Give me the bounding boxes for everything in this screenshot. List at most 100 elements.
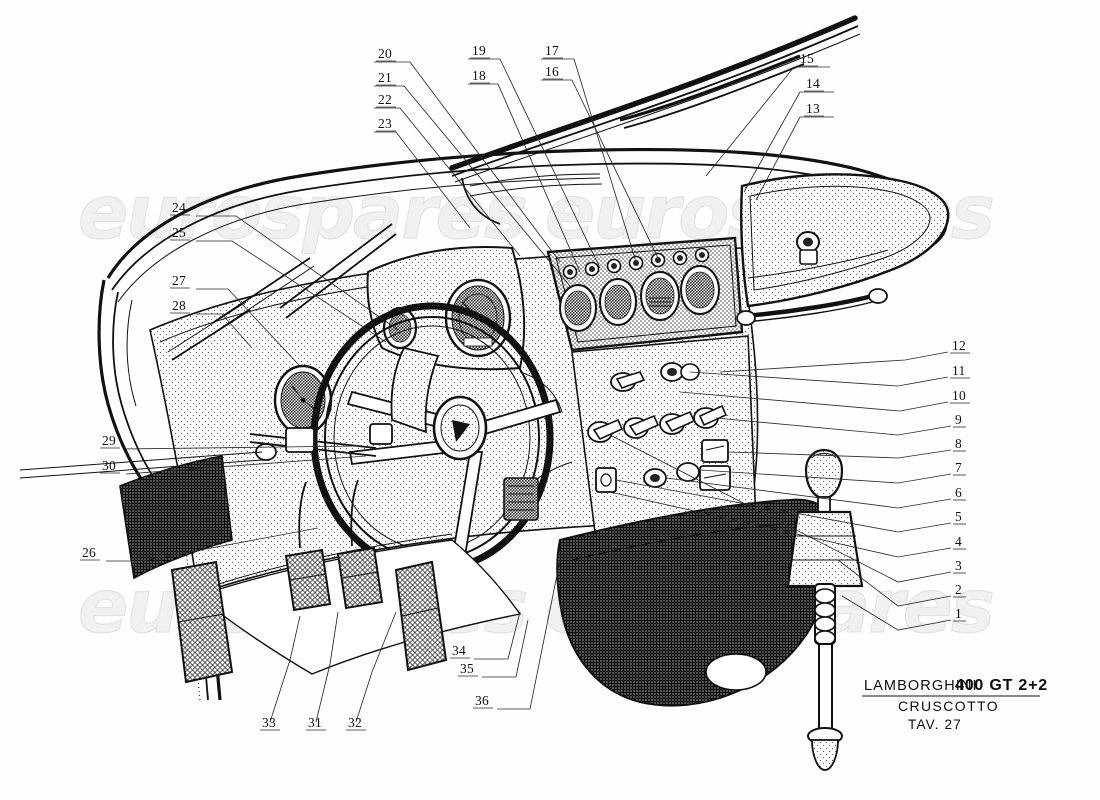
toggle-switch bbox=[693, 404, 728, 429]
title-subject: CRUSCOTTO bbox=[898, 698, 999, 714]
title-brand: LAMBORGHINI bbox=[864, 678, 978, 694]
leader-35 bbox=[482, 619, 529, 678]
leader-6 bbox=[665, 477, 952, 509]
callout-number-23: 23 bbox=[378, 116, 392, 131]
callout-number-3: 3 bbox=[955, 558, 962, 573]
callout-number-21: 21 bbox=[378, 70, 392, 85]
leader-15 bbox=[705, 66, 830, 177]
ashtray bbox=[699, 465, 731, 491]
detail-linework bbox=[461, 173, 603, 521]
callout-number-22: 22 bbox=[378, 92, 392, 107]
callout-number-6: 6 bbox=[955, 485, 962, 500]
leader-21 bbox=[374, 85, 571, 287]
callout-number-32: 32 bbox=[348, 715, 362, 730]
callout-number-35: 35 bbox=[460, 661, 474, 676]
center-console-switch-panel bbox=[571, 335, 757, 541]
callout-number-4: 4 bbox=[955, 534, 962, 549]
leader-28 bbox=[196, 313, 253, 349]
callout-number-2: 2 bbox=[955, 582, 962, 597]
gear-lever-shaft bbox=[807, 583, 843, 771]
leader-9 bbox=[715, 417, 952, 436]
leader-34 bbox=[474, 611, 521, 660]
callout-number-27: 27 bbox=[172, 273, 186, 288]
windscreen-frame bbox=[449, 15, 861, 183]
dashboard-vent-slots bbox=[167, 223, 397, 361]
callout-number-8: 8 bbox=[955, 436, 962, 451]
leader-29 bbox=[125, 445, 361, 450]
callout-leaders-top-left bbox=[374, 61, 571, 287]
leader-14 bbox=[743, 91, 834, 193]
gear-shift-lever bbox=[786, 448, 864, 771]
dead-pedal bbox=[170, 560, 234, 684]
leader-16 bbox=[541, 79, 659, 259]
horn-button bbox=[432, 395, 488, 461]
callout-number-5: 5 bbox=[955, 509, 962, 524]
leader-5 bbox=[615, 479, 952, 533]
title-block: LAMBORGHINI 400 GT 2+2 CRUSCOTTO TAV. 27 bbox=[862, 677, 1048, 732]
callout-number-34: 34 bbox=[452, 643, 466, 658]
pedal-box bbox=[170, 479, 448, 684]
leader-19 bbox=[468, 58, 601, 269]
leader-33 bbox=[269, 615, 301, 723]
toggle-switch bbox=[623, 414, 660, 439]
callout-number-30: 30 bbox=[102, 458, 116, 473]
leader-30 bbox=[125, 455, 367, 475]
auxiliary-gauge-cluster bbox=[559, 247, 720, 332]
callout-number-14: 14 bbox=[806, 76, 820, 91]
leader-11 bbox=[689, 371, 949, 387]
leader-36 bbox=[497, 559, 561, 710]
callout-group-bottom: 34 35 36 33 31 32 bbox=[260, 643, 493, 731]
gear-lever-boot bbox=[786, 510, 864, 588]
callout-number-13: 13 bbox=[806, 101, 820, 116]
callout-number-18: 18 bbox=[472, 68, 486, 83]
leader-17 bbox=[541, 58, 637, 263]
leader-26 bbox=[106, 527, 319, 562]
callout-number-26: 26 bbox=[82, 545, 96, 560]
callout-leaders-top-center bbox=[468, 58, 659, 273]
callout-number-25: 25 bbox=[172, 225, 186, 240]
glovebox-assembly bbox=[736, 173, 950, 326]
callout-number-36: 36 bbox=[475, 693, 489, 708]
leader-20 bbox=[374, 61, 561, 263]
callout-number-9: 9 bbox=[955, 412, 962, 427]
callout-leaders-right bbox=[609, 351, 952, 631]
footwell bbox=[119, 455, 522, 675]
title-model: 400 GT 2+2 bbox=[955, 677, 1048, 694]
leader-31 bbox=[315, 611, 339, 723]
callout-leaders-bottom bbox=[269, 559, 561, 723]
transmission-tunnel bbox=[556, 498, 835, 707]
callout-number-16: 16 bbox=[545, 64, 559, 79]
leader-13 bbox=[755, 116, 834, 201]
callout-number-31: 31 bbox=[308, 715, 322, 730]
clutch-pedal bbox=[284, 481, 332, 612]
leader-7 bbox=[699, 469, 952, 484]
callout-number-10: 10 bbox=[952, 388, 966, 403]
leader-27 bbox=[196, 288, 299, 365]
leader-23 bbox=[374, 131, 471, 229]
callout-group-top-left: 20 21 22 23 bbox=[376, 46, 396, 132]
toggle-switch bbox=[659, 410, 696, 435]
callout-number-12: 12 bbox=[952, 338, 966, 353]
callout-number-29: 29 bbox=[102, 433, 116, 448]
leader-10 bbox=[679, 391, 949, 412]
leader-12 bbox=[719, 351, 949, 373]
accelerator-pedal bbox=[394, 560, 448, 672]
lighter-socket bbox=[595, 467, 617, 493]
callout-number-1: 1 bbox=[955, 606, 962, 621]
callout-number-28: 28 bbox=[172, 298, 186, 313]
toggle-switch bbox=[587, 418, 624, 443]
leader-18 bbox=[468, 83, 581, 273]
callout-number-20: 20 bbox=[378, 46, 392, 61]
leader-25 bbox=[196, 240, 387, 343]
callout-leaders-left bbox=[106, 215, 399, 562]
gear-knob bbox=[804, 448, 844, 500]
callout-number-33: 33 bbox=[262, 715, 276, 730]
leader-8 bbox=[727, 449, 952, 459]
